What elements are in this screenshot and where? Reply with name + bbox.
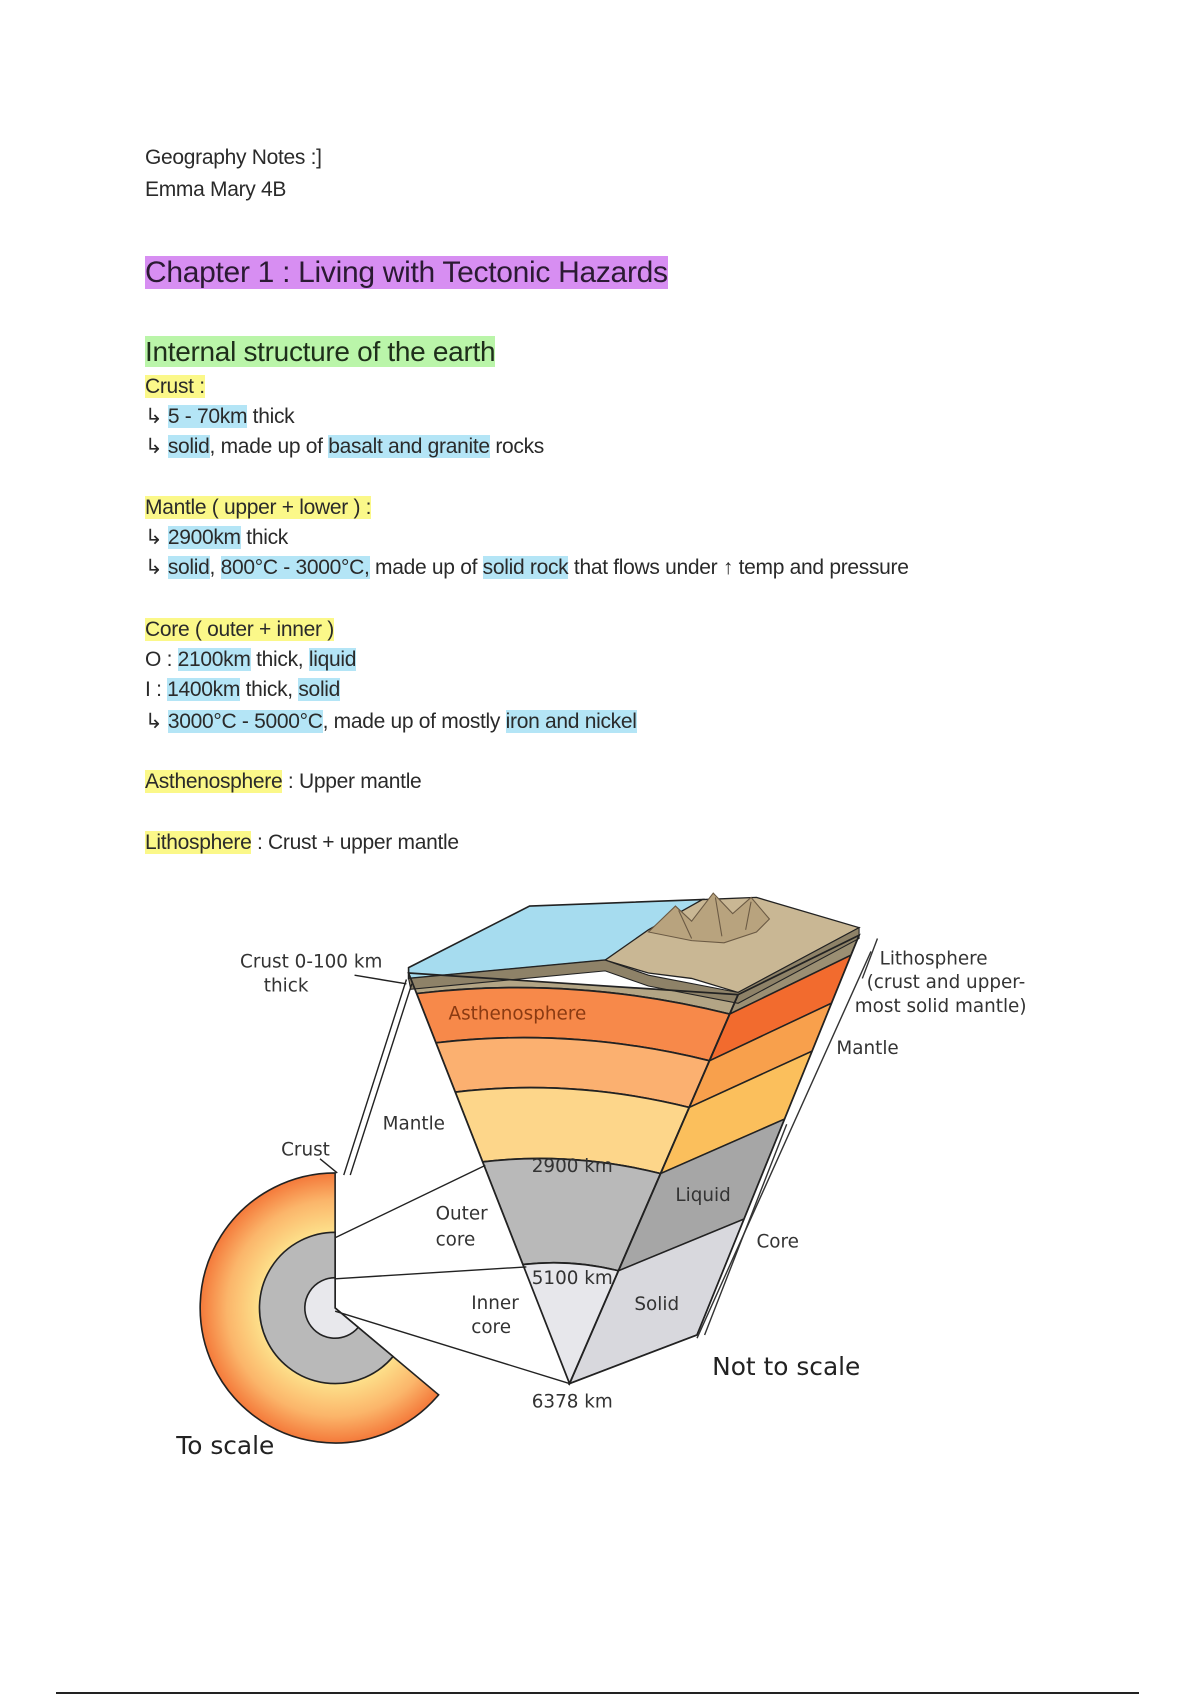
highlighted-text: Core ( outer + inner ) — [145, 618, 334, 641]
depth-2900-label: 2900 km — [532, 1156, 613, 1177]
connector-lines — [319, 974, 570, 1385]
inner-core-label: Inner — [471, 1293, 519, 1314]
text: ↳ — [145, 526, 168, 549]
text: rocks — [489, 435, 545, 458]
text: thick, — [250, 648, 309, 671]
highlighted-text: liquid — [308, 648, 357, 671]
highlighted-text: basalt and granite — [328, 435, 490, 458]
note-line: I : 1400km thick, solid — [145, 676, 340, 704]
lithosphere-label-2: (crust and upper- — [867, 972, 1026, 993]
highlighted-text: solid rock — [482, 556, 569, 579]
mantle-right-label: Mantle — [836, 1038, 898, 1059]
inner-core-label-2: core — [471, 1317, 511, 1338]
outer-core-label: Outer — [436, 1203, 489, 1224]
lithosphere-label-3: most solid mantle) — [855, 996, 1027, 1017]
text: that flows under ↑ temp and pressure — [568, 556, 909, 579]
document-title: Geography Notes :] — [145, 146, 322, 169]
highlighted-text: solid — [167, 435, 210, 458]
highlighted-text: Asthenosphere — [145, 770, 283, 793]
text: O : — [145, 648, 178, 671]
highlighted-text: iron and nickel — [505, 710, 637, 733]
note-line: ↳ 3000°C - 5000°C, made up of mostly iro… — [145, 708, 637, 736]
note-line: Core ( outer + inner ) — [145, 616, 334, 644]
crust-small-label: Crust — [281, 1140, 330, 1161]
section-heading: Internal structure of the earth — [145, 335, 496, 369]
note-line: ↳ 2900km thick — [145, 524, 288, 552]
asthenosphere-label: Asthenosphere — [449, 1003, 587, 1024]
note-line: Crust : — [145, 373, 205, 401]
note-line: ↳ 5 - 70km thick — [145, 403, 295, 431]
note-line: O : 2100km thick, liquid — [145, 646, 356, 674]
text: : Crust + upper mantle — [251, 831, 459, 854]
text: ↳ — [145, 556, 168, 579]
highlighted-text: 1400km — [167, 678, 241, 701]
text: , made up of — [209, 435, 329, 458]
text: thick — [240, 526, 288, 549]
solid-label: Solid — [634, 1294, 679, 1315]
crust-thickness-label: Crust 0-100 km — [240, 952, 382, 973]
note-line: Lithosphere : Crust + upper mantle — [145, 829, 459, 857]
highlighted-text: solid — [167, 556, 210, 579]
highlighted-text: Chapter 1 : Living with Tectonic Hazards — [145, 256, 668, 289]
to-scale-earth — [199, 1172, 440, 1444]
earth-structure-diagram: Crust 0-100 km thick Asthenosphere Mantl… — [175, 892, 1027, 1460]
text: , made up of mostly — [322, 710, 506, 733]
crust-strata — [407, 926, 860, 1004]
outer-core-label-2: core — [436, 1229, 476, 1250]
highlighted-text: 800°C - 3000°C, — [220, 556, 370, 579]
chapter-heading: Chapter 1 : Living with Tectonic Hazards — [145, 254, 668, 292]
text: thick, — [240, 678, 299, 701]
page-bottom-rule — [56, 1692, 1139, 1694]
highlighted-text: 3000°C - 5000°C — [167, 710, 323, 733]
text: I : — [145, 678, 168, 701]
core-right-label: Core — [756, 1231, 799, 1252]
mountain-icon — [647, 892, 771, 944]
liquid-label: Liquid — [675, 1185, 730, 1206]
text: thick — [247, 405, 295, 428]
note-line: Asthenosphere : Upper mantle — [145, 768, 422, 796]
author-line: Emma Mary 4B — [145, 178, 287, 201]
highlighted-text: 2100km — [177, 648, 251, 671]
highlighted-text: 2900km — [167, 526, 241, 549]
depth-5100-label: 5100 km — [532, 1268, 613, 1289]
text: ↳ — [145, 710, 168, 733]
side-face-outline — [567, 933, 861, 1386]
depth-6378-label: 6378 km — [532, 1391, 613, 1412]
text: , — [209, 556, 221, 579]
not-to-scale-label: Not to scale — [712, 1352, 860, 1381]
highlighted-text: Mantle ( upper + lower ) : — [145, 496, 372, 519]
lithosphere-label: Lithosphere — [880, 948, 988, 969]
to-scale-label: To scale — [175, 1431, 274, 1460]
highlighted-text: 5 - 70km — [167, 405, 248, 428]
note-line: Mantle ( upper + lower ) : — [145, 494, 372, 522]
front-face-layers — [408, 973, 739, 1384]
highlighted-text: solid — [298, 678, 341, 701]
crust-thickness-label-2: thick — [264, 975, 309, 996]
note-line: ↳ solid, 800°C - 3000°C, made up of soli… — [145, 554, 909, 582]
lithosphere-bracket — [696, 938, 879, 1339]
text: made up of — [369, 556, 483, 579]
text: ↳ — [145, 405, 168, 428]
text: : Upper mantle — [282, 770, 422, 793]
mantle-left-label: Mantle — [383, 1114, 445, 1135]
highlighted-text: Internal structure of the earth — [145, 336, 496, 367]
text: ↳ — [145, 435, 168, 458]
highlighted-text: Crust : — [145, 375, 205, 398]
highlighted-text: Lithosphere — [145, 831, 252, 854]
note-line: ↳ solid, made up of basalt and granite r… — [145, 433, 544, 461]
